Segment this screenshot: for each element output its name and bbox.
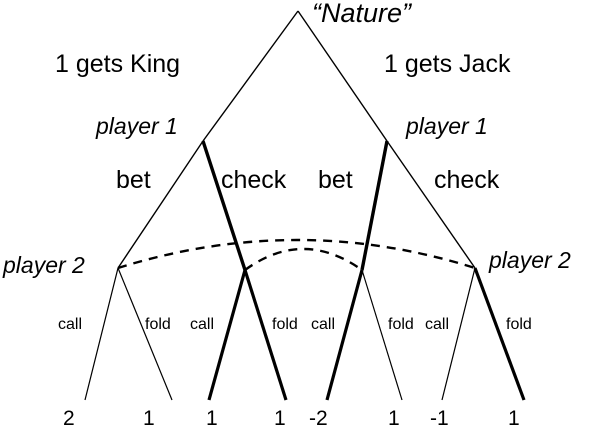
edge-p1king-check [201, 140, 247, 271]
edge-p1jack-check [386, 140, 476, 269]
edge-nature-to-p1-king [202, 10, 299, 142]
player1-right-label: player 1 [406, 113, 488, 139]
edge-p2-kc-call [207, 269, 247, 401]
payoff-7: -1 [430, 407, 449, 430]
edge-p1jack-bet [360, 140, 389, 271]
root-node-label: “Nature” [312, 0, 412, 28]
action-label-call-2: call [190, 316, 215, 333]
edge-p2-jb-fold [361, 269, 403, 401]
edge-p1king-bet [117, 140, 204, 269]
payoff-3: 1 [206, 407, 218, 430]
payoff-6: 1 [388, 407, 400, 430]
payoff-4: 1 [274, 407, 286, 430]
edge-p2-jb-call [325, 269, 364, 401]
player1-left-label: player 1 [96, 113, 178, 139]
chance-branch-label-jack: 1 gets Jack [384, 50, 511, 78]
action-label-call-3: call [311, 316, 336, 333]
edge-p2-jc-call [441, 267, 476, 401]
edge-nature-to-p1-jack [297, 10, 388, 142]
player2-right-label: player 2 [489, 247, 571, 273]
edge-p2-kb-fold [117, 267, 173, 401]
action-label-call-4: call [425, 316, 450, 333]
player2-left-label: player 2 [3, 252, 85, 278]
payoff-5: -2 [309, 407, 328, 430]
action-label-fold-2: fold [272, 316, 298, 333]
info-set-outer-arc [117, 238, 476, 270]
payoff-1: 2 [63, 407, 75, 430]
chance-branch-label-king: 1 gets King [55, 50, 181, 78]
payoff-8: 1 [508, 407, 520, 430]
action-label-fold-1: fold [145, 316, 171, 333]
action-label-bet-jack: bet [318, 166, 353, 194]
edge-p2-kc-fold [243, 269, 288, 401]
action-label-call-1: call [58, 316, 83, 333]
info-set-inner-arc [244, 247, 363, 271]
action-label-bet-king: bet [116, 166, 151, 194]
action-label-fold-4: fold [506, 316, 532, 333]
edge-p2-jc-fold [473, 267, 526, 401]
action-label-fold-3: fold [388, 316, 414, 333]
action-label-check-king: check [221, 166, 287, 194]
action-label-check-jack: check [434, 166, 500, 194]
payoff-2: 1 [143, 407, 155, 430]
edge-p2-kb-call [84, 267, 119, 401]
